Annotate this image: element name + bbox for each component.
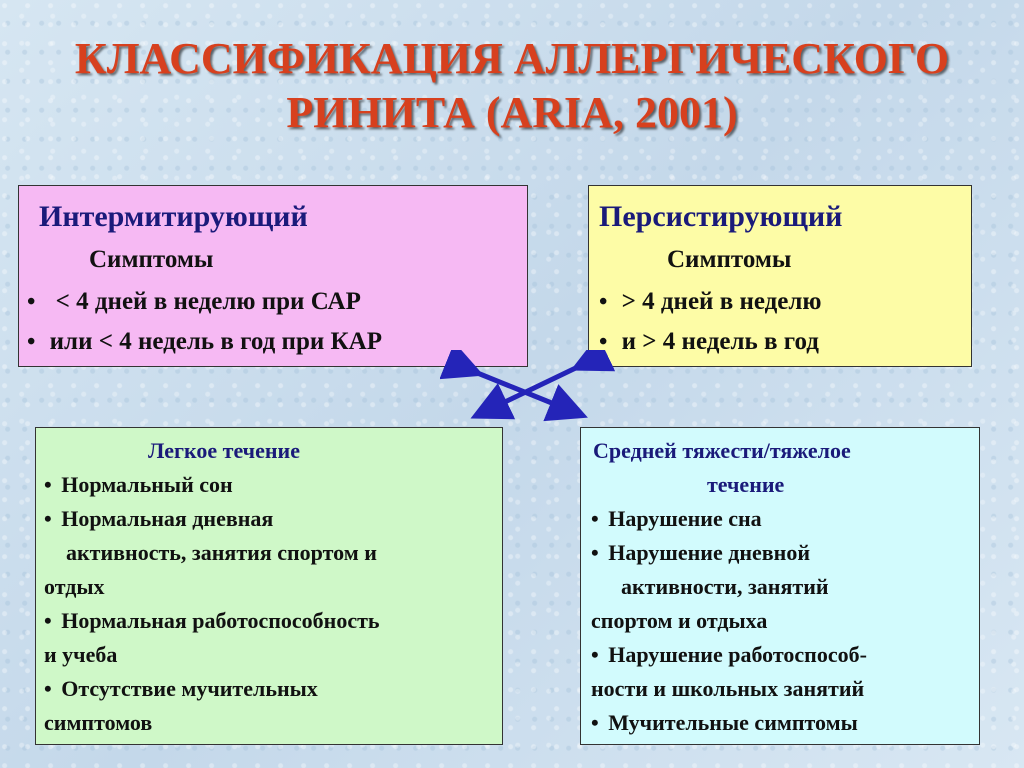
- title-line-2: РИНИТА (ARIA, 2001): [286, 88, 738, 137]
- page-title: КЛАССИФИКАЦИЯ АЛЛЕРГИЧЕСКОГО РИНИТА (ARI…: [0, 32, 1024, 140]
- mild-line: активность, занятия спортом и: [66, 540, 377, 565]
- severe-line: спортом и отдыха: [591, 608, 768, 633]
- intermittent-box: Интермитирующий Симптомы • < 4 дней в не…: [18, 185, 528, 367]
- title-line-1: КЛАССИФИКАЦИЯ АЛЛЕРГИЧЕСКОГО: [74, 34, 950, 83]
- mild-line: симптомов: [44, 710, 153, 735]
- persistent-item: • > 4 дней в неделю: [599, 288, 822, 315]
- mild-line: • Нормальный сон: [44, 472, 233, 497]
- mild-line: • Нормальная работоспособность: [44, 608, 380, 633]
- mild-line: и учеба: [44, 642, 118, 667]
- severe-line: • Нарушение работоспособ-: [591, 642, 867, 667]
- severe-box: Средней тяжести/тяжелое течение • Наруше…: [580, 427, 980, 745]
- bullet-icon: •: [599, 289, 608, 315]
- arrow-persistent-to-mild: [470, 350, 616, 420]
- severe-line: • Мучительные симптомы: [591, 710, 858, 735]
- bullet-icon: •: [27, 329, 36, 355]
- bullet-icon: •: [591, 710, 599, 735]
- intermittent-header: Интермитирующий: [39, 200, 308, 233]
- severe-line: ности и школьных занятий: [591, 676, 865, 701]
- mild-line: отдых: [44, 574, 105, 599]
- crossing-arrows: [440, 350, 616, 422]
- bullet-icon: •: [591, 642, 599, 667]
- severe-line: активности, занятий: [621, 574, 829, 599]
- bullet-icon: •: [44, 608, 52, 633]
- severe-header-line-1: Средней тяжести/тяжелое: [593, 438, 851, 463]
- severe-line: • Нарушение сна: [591, 506, 762, 531]
- bullet-icon: •: [27, 289, 36, 315]
- intermittent-item: • или < 4 недель в год при КАР: [27, 328, 382, 355]
- bullet-icon: •: [44, 506, 52, 531]
- mild-box: Легкое течение • Нормальный сон • Нормал…: [35, 427, 503, 745]
- severe-line: • Нарушение дневной: [591, 540, 811, 565]
- persistent-item: • и > 4 недель в год: [599, 328, 819, 355]
- bullet-icon: •: [591, 540, 599, 565]
- persistent-header: Персистирующий: [599, 200, 843, 233]
- mild-header: Легкое течение: [148, 438, 300, 463]
- intermittent-item: • < 4 дней в неделю при САР: [27, 288, 361, 315]
- persistent-box: Персистирующий Симптомы • > 4 дней в нед…: [588, 185, 972, 367]
- persistent-symptoms-label: Симптомы: [667, 246, 792, 273]
- bullet-icon: •: [44, 676, 52, 701]
- intermittent-symptoms-label: Симптомы: [89, 246, 214, 273]
- mild-line: • Нормальная дневная: [44, 506, 274, 531]
- severe-header-line-2: течение: [707, 472, 785, 497]
- bullet-icon: •: [44, 472, 52, 497]
- bullet-icon: •: [599, 329, 608, 355]
- mild-line: • Отсутствие мучительных: [44, 676, 318, 701]
- bullet-icon: •: [591, 506, 599, 531]
